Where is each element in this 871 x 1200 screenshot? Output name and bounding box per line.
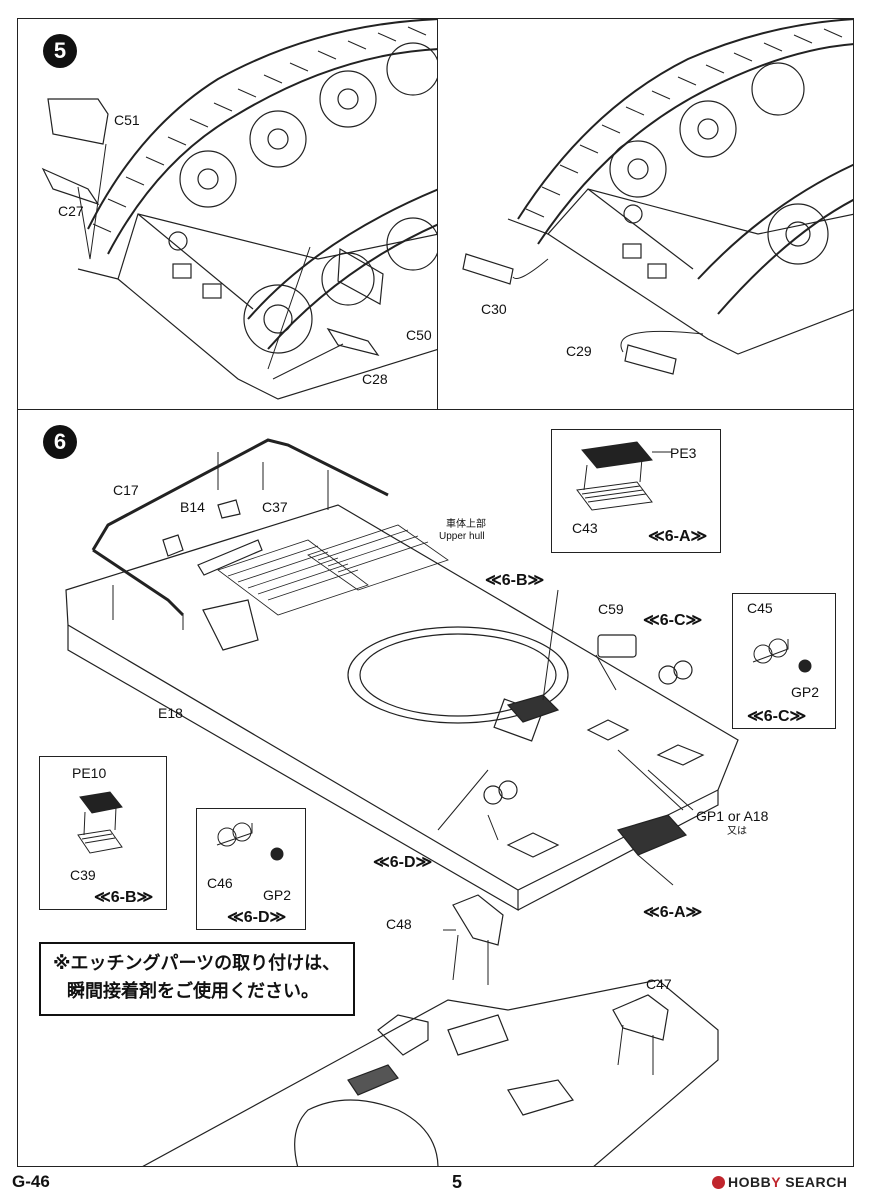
label-c37: C37: [262, 499, 288, 515]
label-c30: C30: [481, 301, 507, 317]
label-c51: C51: [114, 112, 140, 128]
step5-left-panel: 5 C51 C27 C50 C28: [17, 18, 438, 410]
inset-6a-part-label: C43: [572, 520, 598, 536]
step5-right-panel: C30 C29: [437, 18, 854, 410]
label-gp1-or-a18: GP1 or A18: [696, 808, 769, 824]
label-c29: C29: [566, 343, 592, 359]
inset-6d: C46 GP2 ≪6-D≫: [196, 808, 306, 930]
inset-6b-drawing: [77, 791, 123, 854]
inset-6d-part-label: C46: [207, 875, 233, 891]
label-gp1-or-a18-jp: 又は: [727, 826, 747, 837]
inset-6a: PE3 C43 ≪6-A≫: [551, 429, 721, 553]
step5-number-badge: 5: [43, 34, 77, 68]
ref-6d-main: ≪6-D≫: [373, 854, 433, 871]
inset-6c-gp-label: GP2: [791, 684, 820, 700]
step6-panel: 6 C17 B14 C37 E18 車体上部 Upper hull ≪6-B≫ …: [17, 409, 854, 1167]
label-c47: C47: [646, 976, 672, 992]
inset-6d-gp-label: GP2: [263, 887, 292, 903]
inset-6b-part-label: C39: [70, 867, 96, 883]
etching-parts-note: ※エッチングパーツの取り付けは、 瞬間接着剤をご使用ください。: [39, 942, 355, 1016]
brand-text-3: SEARCH: [780, 1174, 848, 1190]
brand-text-2: Y: [771, 1174, 781, 1190]
brand-dot-icon: [712, 1176, 725, 1189]
label-c28: C28: [362, 371, 388, 387]
step5-right-drawing: [462, 19, 853, 375]
note-line-2: 瞬間接着剤をご使用ください。: [67, 981, 319, 1002]
brand-text-1: HOBB: [728, 1174, 772, 1190]
inset-6c-ref: ≪6-C≫: [747, 708, 807, 725]
inset-6b-pe-label: PE10: [72, 765, 107, 781]
label-c50: C50: [406, 327, 432, 343]
step6-number-badge: 6: [43, 425, 77, 459]
label-c27: C27: [58, 203, 84, 219]
inset-6d-ref: ≪6-D≫: [227, 909, 287, 926]
inset-6c-drawing: [752, 638, 812, 673]
label-upper-hull-jp: 車体上部: [446, 519, 486, 530]
inset-6a-ref: ≪6-A≫: [648, 528, 708, 545]
page-number: 5: [452, 1172, 463, 1192]
label-upper-hull-en: Upper hull: [439, 531, 485, 542]
watermark-logo: HOBBY SEARCH: [712, 1174, 847, 1190]
page-code: G-46: [12, 1172, 50, 1191]
ref-6a-main: ≪6-A≫: [643, 904, 703, 921]
step6-main-drawing: [65, 438, 739, 1166]
label-e18: E18: [158, 705, 183, 721]
inset-6b-ref: ≪6-B≫: [94, 889, 154, 906]
label-b14: B14: [180, 499, 205, 515]
step5-left-drawing: [41, 19, 437, 400]
note-line-1: ※エッチングパーツの取り付けは、: [53, 953, 341, 974]
inset-6c: C45 GP2 ≪6-C≫: [732, 593, 836, 729]
label-c48: C48: [386, 916, 412, 932]
ref-6c-main: ≪6-C≫: [643, 612, 703, 629]
inset-6c-part-label: C45: [747, 600, 773, 616]
inset-6a-drawing: [576, 441, 672, 511]
label-c59: C59: [598, 601, 624, 617]
inset-6b: PE10 C39 ≪6-B≫: [39, 756, 167, 910]
label-c17: C17: [113, 482, 139, 498]
inset-6d-drawing: [216, 822, 284, 861]
ref-6b-main: ≪6-B≫: [485, 572, 545, 589]
inset-6a-pe-label: PE3: [670, 445, 697, 461]
